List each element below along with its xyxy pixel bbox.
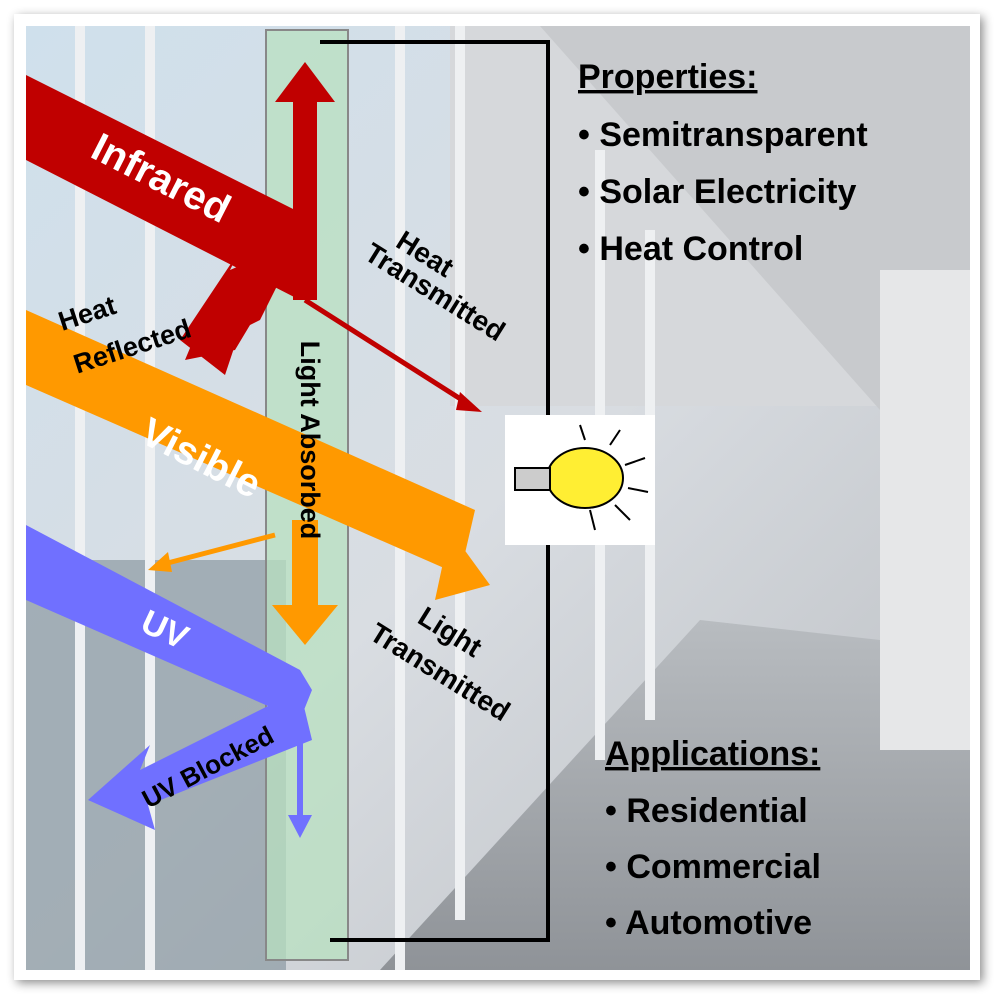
properties-title: Properties: bbox=[578, 58, 758, 96]
light-bulb-icon bbox=[505, 415, 655, 545]
infrared-arrow bbox=[26, 62, 482, 412]
property-item: • Semitransparent bbox=[578, 116, 868, 154]
properties-list: Properties: • Semitransparent • Solar El… bbox=[578, 58, 868, 268]
applications-list: Applications: • Residential • Commercial… bbox=[605, 735, 821, 942]
application-item: • Commercial bbox=[605, 848, 821, 886]
applications-title: Applications: bbox=[605, 735, 820, 773]
property-item: • Heat Control bbox=[578, 230, 803, 268]
application-item: • Residential bbox=[605, 792, 808, 830]
light-absorbed-label: Light Absorbed bbox=[295, 341, 325, 539]
property-item: • Solar Electricity bbox=[578, 173, 856, 211]
application-item: • Automotive bbox=[605, 904, 812, 942]
uv-arrow bbox=[26, 525, 312, 838]
visible-arrow bbox=[26, 310, 490, 645]
